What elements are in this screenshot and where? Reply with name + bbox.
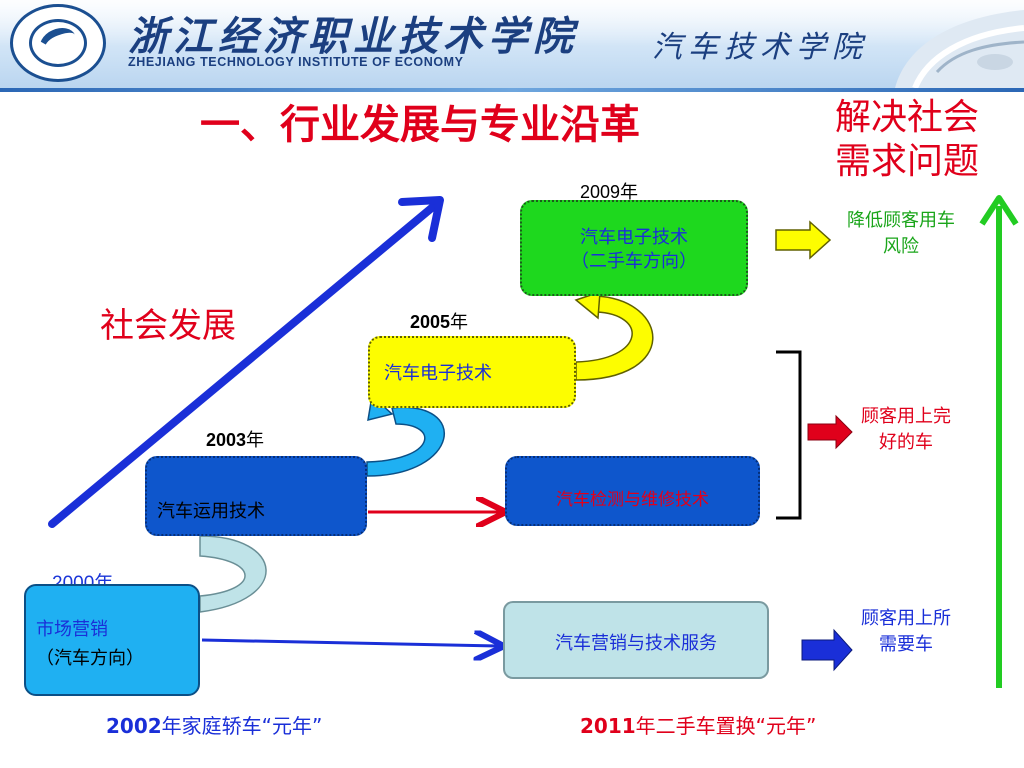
curve-electronic-to-electronic-used bbox=[574, 290, 654, 381]
school-name: 浙江经济职业技术学院 bbox=[128, 13, 578, 60]
box-auto-electronics-label: 汽车电子技术 bbox=[384, 363, 492, 384]
box-marketing-line1: 市场营销 bbox=[36, 619, 108, 640]
school-logo-icon bbox=[10, 4, 106, 82]
year-2005-number: 2005 bbox=[410, 312, 451, 332]
school-name-en: ZHEJIANG TECHNOLOGY INSTITUTE OF ECONOMY bbox=[128, 55, 464, 69]
milestone-2011-text: 年二手车置换“元年” bbox=[635, 714, 817, 738]
milestone-2002-year: 2002 bbox=[106, 714, 162, 738]
box-auto-inspection-repair-label: 汽车检测与维修技术 bbox=[556, 490, 709, 510]
box-marketing: 市场营销 （汽车方向） bbox=[24, 584, 200, 696]
car-illustration-icon bbox=[895, 10, 1024, 88]
note-needed-car: 顾客用上所需要车 bbox=[861, 608, 951, 655]
box-auto-electronics-used-car-line1: 汽车电子技术 bbox=[580, 227, 688, 248]
department-name: 汽车技术学院 bbox=[652, 30, 868, 65]
box-auto-electronics: 汽车电子技术 bbox=[368, 336, 576, 408]
block-arrow-yellow bbox=[775, 220, 832, 260]
year-2005: 2005年 bbox=[410, 308, 468, 334]
box-marketing-line2: （汽车方向） bbox=[36, 648, 144, 669]
header-banner: 浙江经济职业技术学院 ZHEJIANG TECHNOLOGY INSTITUTE… bbox=[0, 0, 1024, 92]
milestone-2002: 2002年家庭轿车“元年” bbox=[106, 710, 322, 739]
milestone-2002-text: 年家庭轿车“元年” bbox=[161, 714, 323, 738]
milestone-2011: 2011年二手车置换“元年” bbox=[580, 710, 816, 739]
curve-operation-to-electronic bbox=[366, 394, 446, 477]
box-auto-electronics-used-car: 汽车电子技术 （二手车方向） bbox=[520, 200, 748, 296]
year-2003-suffix: 年 bbox=[246, 430, 265, 450]
year-2003: 2003年 bbox=[206, 426, 264, 452]
header-rule bbox=[0, 88, 1024, 92]
box-auto-operation-label: 汽车运用技术 bbox=[157, 501, 265, 522]
social-development-arrow bbox=[48, 196, 444, 528]
box-auto-sales-service: 汽车营销与技术服务 bbox=[503, 601, 769, 679]
logo-inner-ring bbox=[29, 19, 87, 67]
curve-marketing-to-operation bbox=[199, 535, 267, 613]
year-2009: 2009年 bbox=[580, 182, 639, 202]
box-auto-operation: 汽车运用技术 bbox=[145, 456, 367, 536]
block-arrow-blue bbox=[801, 628, 853, 672]
note-reduce-risk: 降低顾客用车风险 bbox=[847, 210, 955, 257]
block-arrow-red bbox=[807, 414, 853, 450]
page-title: 一、行业发展与专业沿革 bbox=[200, 102, 640, 148]
box-auto-sales-service-label: 汽车营销与技术服务 bbox=[555, 633, 717, 654]
box-auto-inspection-repair: 汽车检测与维修技术 bbox=[505, 456, 760, 526]
year-2005-suffix: 年 bbox=[450, 312, 469, 332]
milestone-2011-year: 2011 bbox=[580, 714, 636, 738]
social-needs-arrow bbox=[979, 195, 1019, 688]
box-auto-electronics-used-car-text: 汽车电子技术 （二手车方向） bbox=[522, 226, 746, 274]
social-development-label: 社会发展 bbox=[100, 306, 236, 346]
note-intact-car: 顾客用上完好的车 bbox=[861, 406, 951, 453]
right-title: 解决社会需求问题 bbox=[834, 97, 979, 182]
arrow-marketing-to-sales bbox=[201, 640, 498, 646]
bracket bbox=[776, 350, 802, 520]
header-gloss bbox=[0, 0, 1024, 46]
box-auto-electronics-used-car-line2: （二手车方向） bbox=[571, 251, 697, 272]
year-2003-number: 2003 bbox=[206, 430, 247, 450]
